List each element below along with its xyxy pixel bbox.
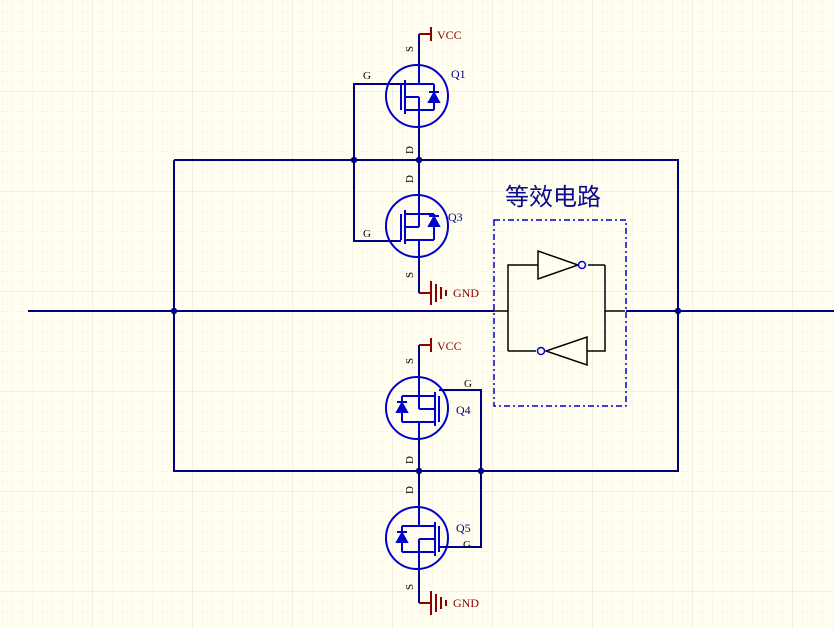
q4-drain-label: D <box>404 456 416 464</box>
q5-gate-label: G <box>463 539 471 551</box>
q4-gate-label: G <box>464 378 472 390</box>
q1-gate-label: G <box>363 70 371 82</box>
transistor-q1 <box>385 64 449 128</box>
q5-drain-label: D <box>404 486 416 494</box>
q5-source-label: S <box>404 584 416 590</box>
vcc-label-bottom: VCC <box>437 339 462 353</box>
vcc-symbol-bottom: VCC <box>419 338 462 353</box>
inverter-forward <box>537 249 587 281</box>
gnd-symbol-top <box>419 281 447 305</box>
q4-ref-label: Q4 <box>456 403 471 417</box>
q3-source-label: S <box>404 272 416 278</box>
q3-gate-label: G <box>363 228 371 240</box>
junctions <box>170 156 682 475</box>
gnd-label-bottom: GND <box>453 596 479 610</box>
transistor-q4 <box>385 376 449 440</box>
q1-drain-label: D <box>404 146 416 154</box>
inverter-loop <box>494 249 625 367</box>
q3-ref-label: Q3 <box>448 210 463 224</box>
vcc-symbol-top: VCC <box>419 27 462 42</box>
q1-source-label: S <box>404 46 416 52</box>
q3-drain-label: D <box>404 175 416 183</box>
gnd-label-top: GND <box>453 286 479 300</box>
q1-ref-label: Q1 <box>451 67 466 81</box>
gnd-symbol-bottom <box>419 591 447 615</box>
transistor-q3 <box>385 194 449 262</box>
equivalent-circuit-title: 等效电路 <box>505 183 601 211</box>
equivalent-circuit-box <box>493 219 627 407</box>
q5-ref-label: Q5 <box>456 521 471 535</box>
inverter-backward <box>536 335 588 367</box>
q4-source-label: S <box>404 358 416 364</box>
vcc-label-top: VCC <box>437 28 462 42</box>
transistor-q5 <box>385 506 449 572</box>
